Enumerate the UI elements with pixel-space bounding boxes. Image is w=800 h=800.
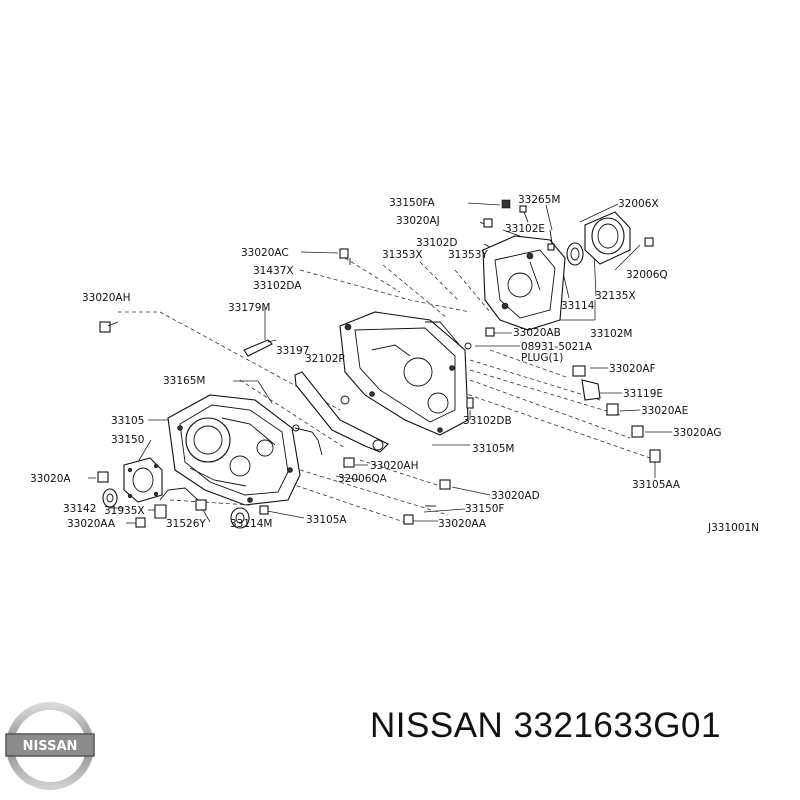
part-label: 33150FA	[389, 197, 435, 209]
part-label: 33114M	[230, 518, 272, 530]
part-label: 33179M	[228, 302, 270, 314]
front-flange	[123, 457, 163, 503]
part-label: 31935X	[104, 505, 145, 517]
part-label: 33020AD	[491, 490, 540, 502]
part-label: 33102M	[590, 328, 632, 340]
part-label: 33020A	[30, 473, 71, 485]
logo-text: NISSAN	[23, 739, 78, 754]
part-label: 31437X	[253, 265, 294, 277]
diagram-code: J331001N	[707, 522, 759, 534]
shift-fork-lever	[294, 371, 389, 453]
part-label: 33197	[276, 345, 309, 357]
part-label: 33020AJ	[396, 215, 440, 227]
part-caption: NISSAN 3321633G01	[370, 706, 721, 746]
part-label: 33020AG	[673, 427, 722, 439]
part-label: 33020AH	[82, 292, 130, 304]
part-label: 33265M	[518, 194, 560, 206]
nissan-logo: NISSAN	[4, 700, 96, 792]
part-label: 33105M	[472, 443, 514, 455]
part-label: 33102DB	[463, 415, 512, 427]
part-label: 33142	[63, 503, 96, 515]
part-label: 32102P	[305, 353, 345, 365]
oil-seal-ring	[566, 242, 584, 266]
part-label: 32135X	[595, 290, 636, 302]
logo-bar	[5, 733, 95, 757]
part-label: 33020AC	[241, 247, 289, 259]
brand-name: NISSAN	[370, 706, 504, 745]
part-label: 33150F	[465, 503, 504, 515]
small-bolts-top	[339, 199, 654, 350]
part-label: 33105	[111, 415, 144, 427]
part-label: PLUG(1)	[521, 352, 563, 364]
shift-shaft	[292, 424, 323, 456]
part-label: 33020AF	[609, 363, 656, 375]
part-label: 32006X	[618, 198, 659, 210]
part-label: 31526Y	[166, 518, 206, 530]
bolt-left-top	[99, 321, 119, 333]
mid-bolts	[259, 365, 661, 525]
part-labels: 33150FA 33265M 32006X 33020AJ 33102E 331…	[30, 194, 759, 534]
rear-case	[482, 235, 566, 331]
part-label: 33102DA	[253, 280, 302, 292]
part-label: 33020AB	[513, 327, 561, 339]
part-label: 33020AH	[370, 460, 418, 472]
part-label: 08931-5021A	[521, 341, 593, 353]
breather-hose	[154, 487, 207, 519]
part-label: 33020AA	[67, 518, 116, 530]
part-label: 33150	[111, 434, 144, 446]
part-label: 33114	[561, 300, 595, 312]
part-label: 31353X	[382, 249, 423, 261]
part-label: 32006Q	[626, 269, 668, 281]
part-label: 33165M	[163, 375, 205, 387]
shift-rod	[243, 339, 277, 357]
part-label: 33020AA	[438, 518, 487, 530]
part-label: 33105AA	[632, 479, 681, 491]
part-label: 32006QA	[338, 473, 388, 485]
part-label: 33119E	[623, 388, 663, 400]
part-label: 33102D	[416, 237, 458, 249]
part-label: 31353Y	[448, 249, 488, 261]
part-number: 3321633G01	[513, 706, 721, 745]
dashed-guides	[118, 257, 651, 523]
bearing-cylinder	[584, 211, 631, 265]
front-seals	[97, 471, 250, 529]
part-label: 33105A	[306, 514, 347, 526]
part-label: 33020AE	[641, 405, 688, 417]
part-label: 33102E	[505, 223, 545, 235]
middle-case	[339, 311, 469, 436]
front-case	[167, 394, 301, 506]
